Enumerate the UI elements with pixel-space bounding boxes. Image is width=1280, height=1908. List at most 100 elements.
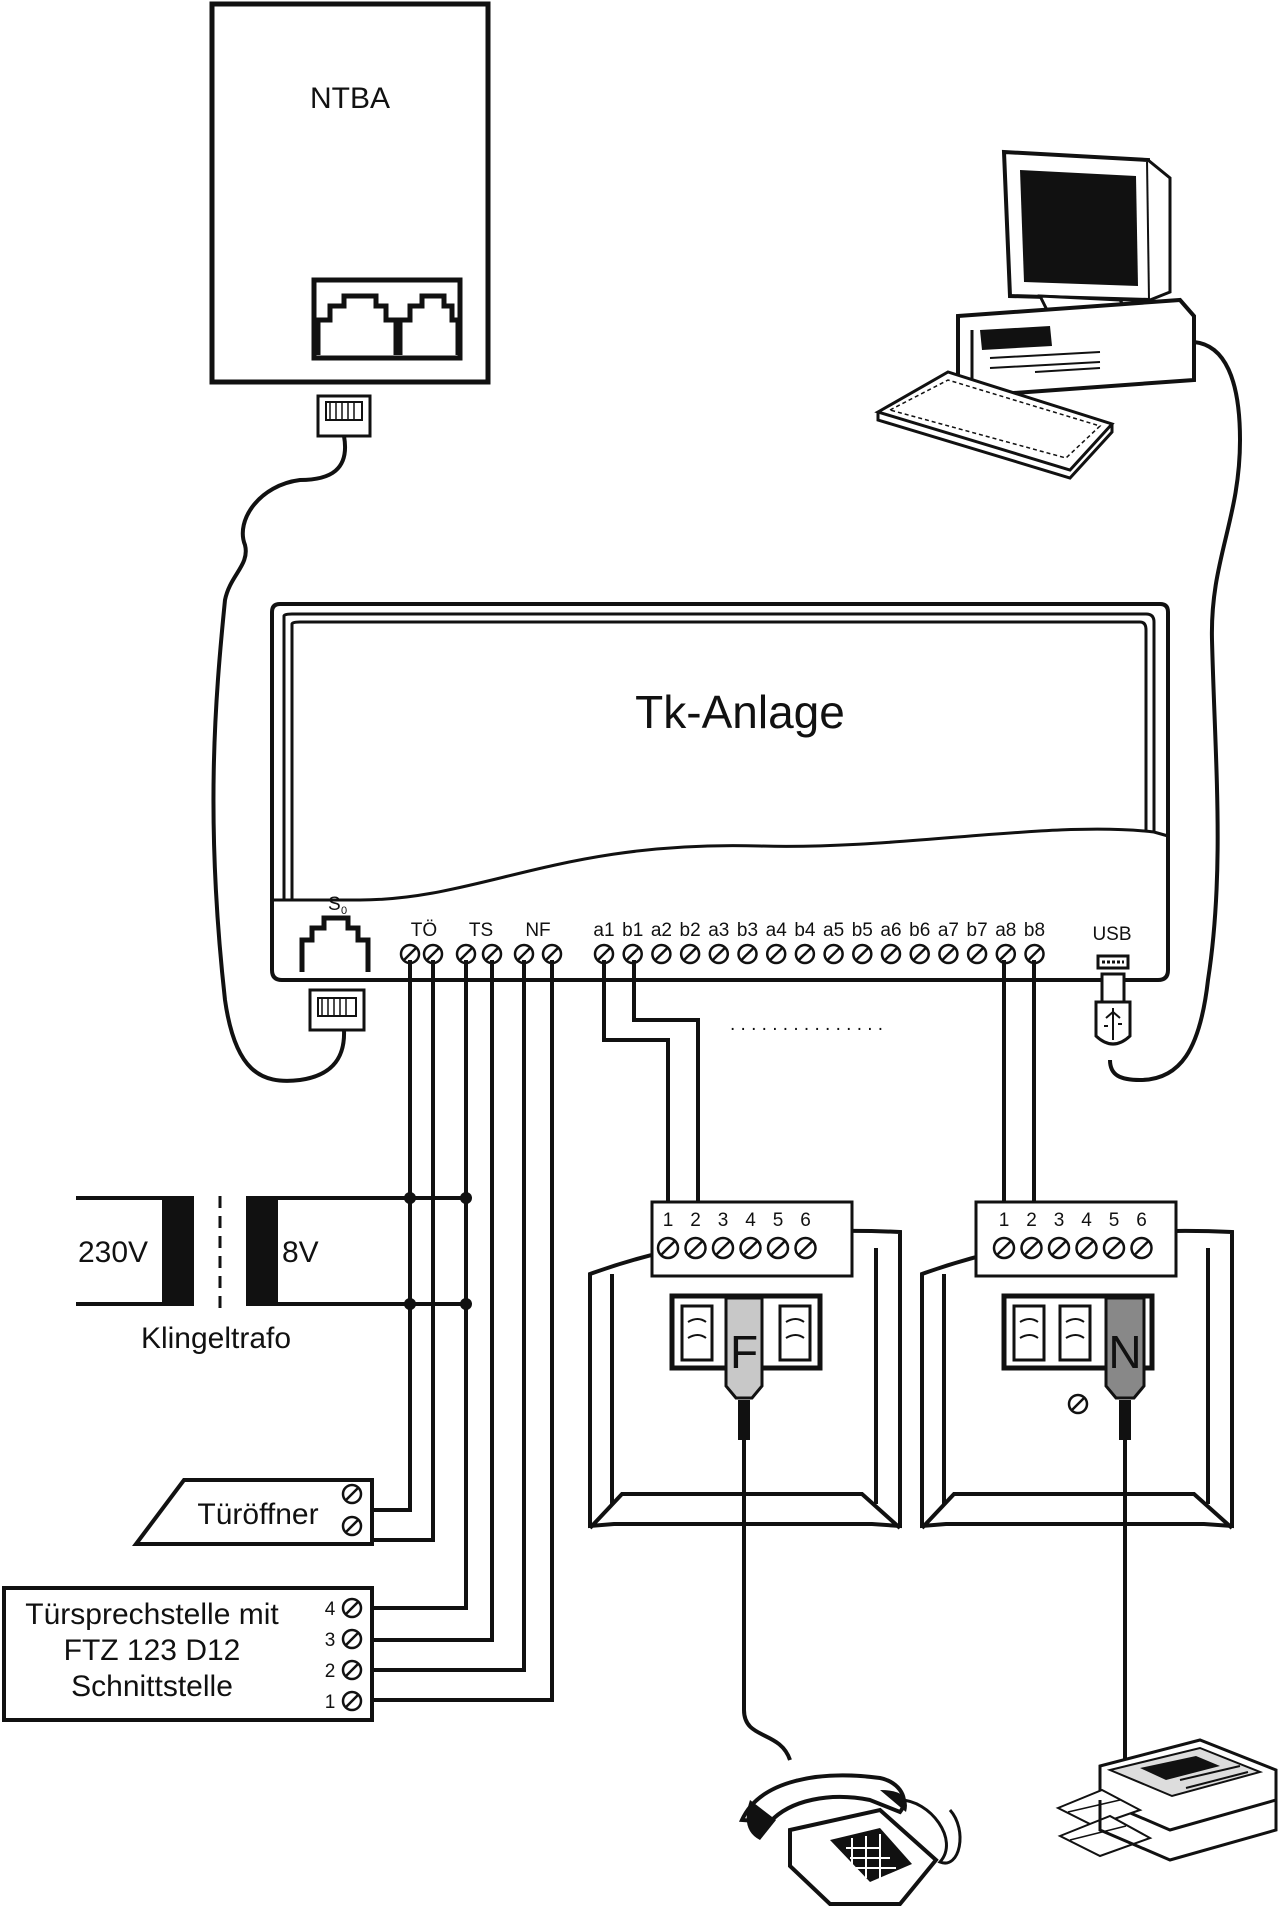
rj45-port-icon [315,293,399,355]
klingeltrafo-label: Klingeltrafo [141,1322,291,1355]
continuation-dots: . . . . . . . . . . . . . . . [730,1014,883,1035]
terminal-label-b8: b8 [1024,920,1045,941]
screw-icon [341,1659,363,1681]
ts-label: TS [469,920,493,941]
tueroeffner: Türöffner [132,1478,374,1546]
terminal-label-a6: a6 [880,920,901,941]
socket-pin-label: 1 [999,1210,1010,1231]
screw-icon [765,943,787,965]
screw-icon [966,943,988,965]
terminal-label-a5: a5 [823,920,844,941]
terminal-label-b3: b3 [737,920,758,941]
screw-icon [341,1690,363,1712]
screw-icon [794,943,816,965]
socket-pin-label: 3 [1054,1210,1065,1231]
socket-pin-label: 2 [1026,1210,1037,1231]
screw-icon [1067,1393,1089,1415]
socket-pin-label: 6 [800,1210,811,1231]
tuersprech-line1: Türsprechstelle mit [25,1598,279,1631]
screw-icon [1075,1236,1098,1260]
terminal-label-b2: b2 [680,920,701,941]
screw-icon [909,943,930,965]
screw-icon [651,943,672,965]
socket-pin-label: 2 [690,1210,701,1231]
s0-cable [211,435,348,1083]
terminal-label-b1: b1 [622,920,643,941]
screw-icon [1047,1236,1071,1260]
screw-icon [852,943,873,965]
screw-icon [656,1236,680,1260]
terminal-label-a7: a7 [938,920,959,941]
screw-icon [880,943,902,965]
socket-n-label: N [1108,1326,1141,1378]
rj45-port-icon [397,293,461,355]
230v-label: 230V [78,1236,148,1269]
terminal-label-b6: b6 [909,920,930,941]
terminal-label-a2: a2 [651,920,672,941]
socket-pin-label: 5 [773,1210,784,1231]
screw-icon [739,1236,762,1260]
socket-f-label: F [730,1326,758,1378]
screw-icon [708,943,730,965]
usb-port-icon [1096,954,1130,970]
tö-label: TÖ [411,920,437,941]
door-pin-group: 4 3 2 1 [325,1597,363,1713]
screw-icon [938,943,959,965]
door-pin-label: 1 [325,1692,336,1713]
terminal-label-a8: a8 [995,920,1016,941]
usb-plug-icon [1094,972,1132,1046]
fax-machine-icon [1055,1738,1278,1862]
tuersprech-line2: FTZ 123 D12 [64,1634,241,1667]
socket-pin-label: 4 [1081,1210,1092,1231]
screw-icon [684,1236,707,1260]
socket-pin-label: 4 [745,1210,756,1231]
analog-wiring [602,960,1036,1232]
door-pin-label: 3 [325,1630,336,1651]
screw-icon [711,1236,735,1260]
8v-label: 8V [282,1236,319,1269]
screw-icon [341,1597,363,1619]
screw-icon [341,1628,363,1650]
screw-terminal-row [399,943,1045,965]
screw-icon [1102,1236,1126,1260]
screw-icon [341,1483,363,1505]
usb-label: USB [1092,924,1131,945]
computer-icon [874,149,1196,480]
terminal-label-a4: a4 [766,920,788,941]
s0-sub-label: 0 [341,905,347,917]
screw-icon [1020,1236,1043,1260]
tk-anlage-label: Tk-Anlage [635,686,845,738]
tuersprech-line3: Schnittstelle [71,1670,233,1703]
screw-icon [481,943,503,965]
screw-icon [455,943,477,965]
terminal-label-b4: b4 [794,920,816,941]
screw-icon [766,1236,790,1260]
rj45-plug-icon [308,988,366,1032]
socket-pin-label: 5 [1109,1210,1120,1231]
screw-icon [823,943,844,965]
terminal-label-a3: a3 [708,920,729,941]
screw-icon [794,1236,817,1260]
door-pin-label: 4 [325,1599,336,1620]
socket-pin-label: 3 [718,1210,729,1231]
s0-rj45-port-icon [299,915,371,972]
terminal-label-b5: b5 [852,920,873,941]
nf-label: NF [525,920,550,941]
terminal-label-b7: b7 [967,920,988,941]
screw-icon [541,943,563,965]
tueroeffner-label: Türöffner [197,1498,318,1531]
usb-cable [1108,340,1243,1083]
s0-label: S [328,894,341,915]
screw-icon [679,943,701,965]
screw-icon [341,1515,363,1537]
ntba-label: NTBA [310,82,390,115]
door-wiring [278,960,554,1702]
phone-cable [742,1440,792,1761]
door-pin-label: 2 [325,1661,336,1682]
